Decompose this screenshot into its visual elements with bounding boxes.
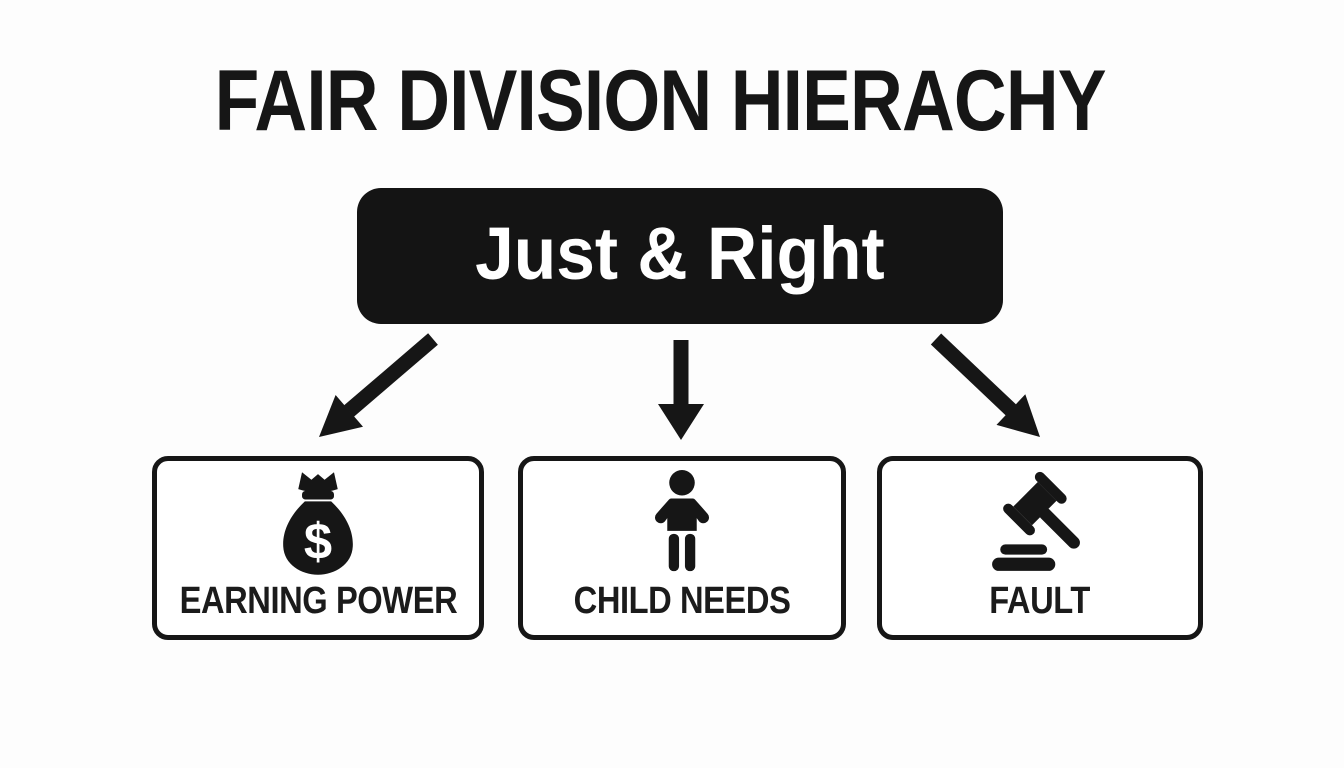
diagram-title: FAIR DIVISION HIERACHY <box>0 58 1320 144</box>
svg-text:$: $ <box>304 513 332 570</box>
node-child-needs-label: CHILD NEEDS <box>573 580 791 622</box>
child-icon <box>654 469 710 572</box>
node-child-needs: CHILD NEEDS <box>518 456 846 640</box>
arrow-to-earning-power <box>319 333 438 437</box>
arrow-to-child-needs <box>658 340 704 440</box>
root-node-just-and-right: Just & Right <box>357 188 1003 324</box>
node-earning-power-label: EARNING POWER <box>179 580 457 622</box>
arrow-to-fault <box>930 333 1040 437</box>
root-node-label: Just & Right <box>475 211 885 295</box>
gavel-icon <box>992 471 1080 571</box>
node-earning-power: $ EARNING POWER <box>152 456 484 640</box>
node-fault: FAULT <box>877 456 1203 640</box>
node-fault-label: FAULT <box>989 580 1091 622</box>
diagram-title-text: FAIR DIVISION HIERACHY <box>214 53 1106 149</box>
money-bag-icon: $ <box>283 472 353 575</box>
